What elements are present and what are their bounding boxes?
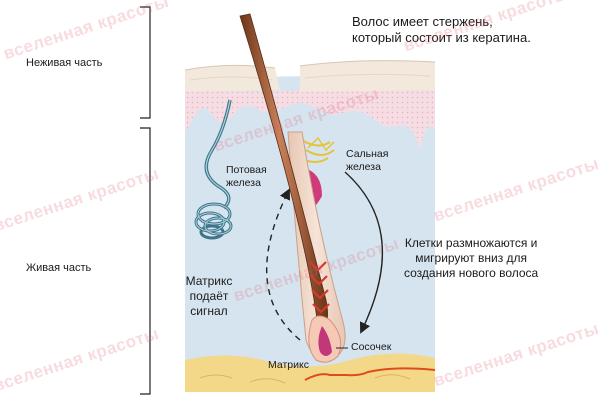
bracket-living xyxy=(140,127,151,395)
hair-shaft xyxy=(239,13,328,329)
label-sebaceous-gland: Сальная железа xyxy=(346,148,388,174)
epidermis-right xyxy=(300,60,435,92)
note-matrix-signal-line-3: сигнал xyxy=(190,304,228,318)
label-sweat-gland-line-1: Потовая xyxy=(226,164,267,176)
bracket-nonliving xyxy=(140,6,151,119)
note-matrix-signal-line-1: Матрикс xyxy=(185,274,233,288)
label-matrix: Матрикс xyxy=(268,359,309,371)
artery xyxy=(304,367,436,381)
label-living-part: Живая часть xyxy=(26,262,92,274)
note-cells-line-2: мигрируют вниз для xyxy=(415,251,528,265)
label-sebaceous-gland-line-1: Сальная xyxy=(346,148,389,160)
hair-bulb xyxy=(308,315,342,363)
note-cells-line-1: Клетки размножаются и xyxy=(404,236,538,250)
sweat-gland xyxy=(194,99,233,240)
note-matrix-signal-line-2: подаёт xyxy=(189,289,229,303)
arrow-migrate-down xyxy=(344,171,384,334)
note-cells-migrate: Клетки размножаются и мигрируют вниз для… xyxy=(404,236,538,281)
label-sweat-gland-line-2: железа xyxy=(226,177,261,190)
label-nonliving-part: Неживая часть xyxy=(26,57,103,69)
note-cells-line-3: создания нового волоса xyxy=(404,266,539,280)
label-papilla: Сосочек xyxy=(351,341,392,353)
dividing-cells xyxy=(309,261,330,314)
note-keratin: Волос имеет стержень, который состоит из… xyxy=(352,14,531,47)
note-keratin-line-2: который состоит из кератина. xyxy=(352,30,531,46)
label-sebaceous-gland-line-2: железа xyxy=(346,161,381,174)
label-sweat-gland: Потовая железа xyxy=(226,164,267,190)
papilla-shape xyxy=(318,326,332,356)
note-matrix-signal: Матрикс подаёт сигнал xyxy=(176,274,242,319)
fat-layer xyxy=(185,353,435,392)
arrow-matrix-signal xyxy=(265,188,301,341)
note-keratin-line-1: Волос имеет стержень, xyxy=(352,14,493,29)
epidermis-left xyxy=(185,65,280,92)
